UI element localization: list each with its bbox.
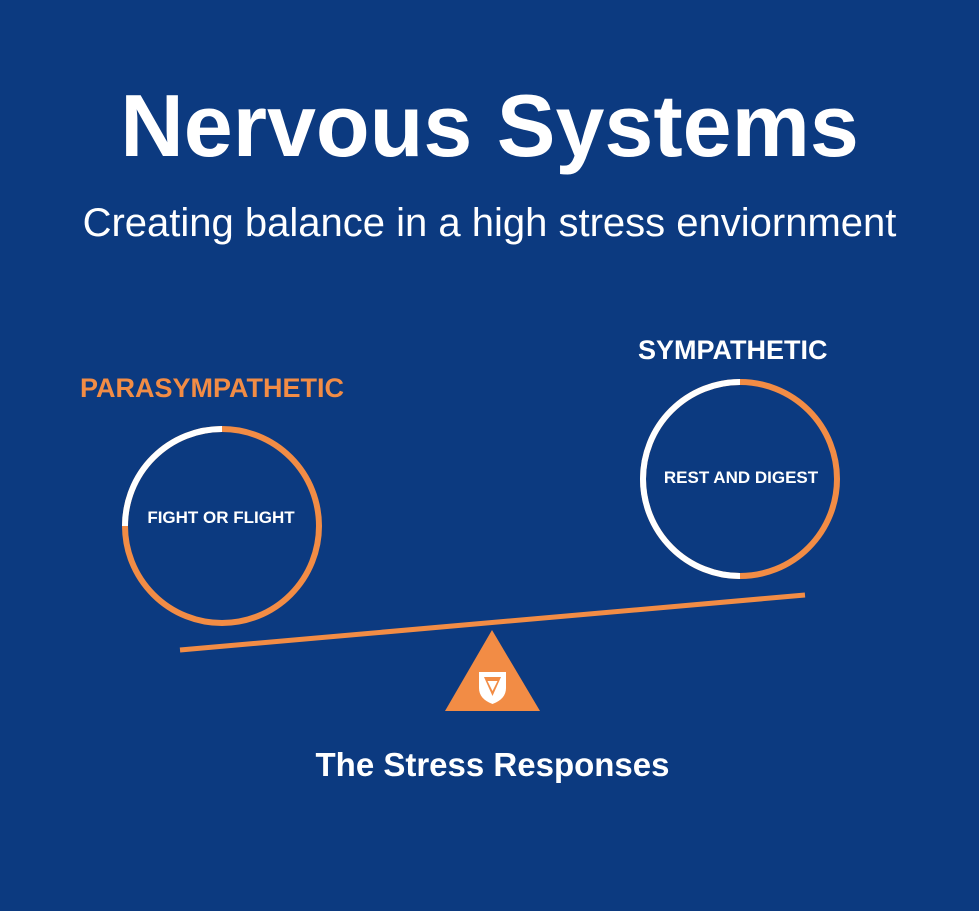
page-subtitle: Creating balance in a high stress envior… <box>82 201 897 245</box>
parasympathetic-label: PARASYMPATHETIC <box>80 373 345 403</box>
shield-logo-icon <box>479 672 506 704</box>
triangle-fulcrum-icon <box>445 630 540 711</box>
page-title: Nervous Systems <box>120 76 859 175</box>
rest-and-digest-text: REST AND DIGEST <box>663 468 819 487</box>
sympathetic-label: SYMPATHETIC <box>638 335 828 365</box>
stress-responses-caption: The Stress Responses <box>315 746 670 783</box>
right-ring <box>640 379 840 579</box>
seesaw-beam <box>179 592 806 653</box>
fight-or-flight-text: FIGHT OR FLIGHT <box>147 508 295 527</box>
left-ring <box>122 426 322 626</box>
